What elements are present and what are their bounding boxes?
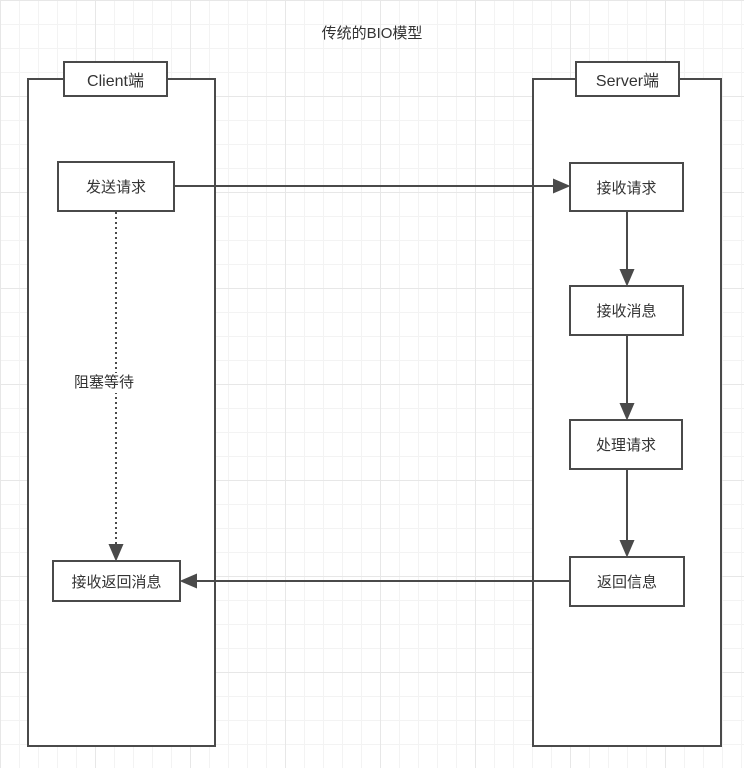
diagram-title: 传统的BIO模型 bbox=[321, 25, 423, 42]
arrowhead-receive-return bbox=[179, 573, 197, 589]
arrowhead-return-info bbox=[619, 540, 635, 558]
node-receive-message: 接收消息 bbox=[569, 285, 684, 336]
lane-header-client: Client端 bbox=[63, 61, 168, 97]
node-send-request: 发送请求 bbox=[57, 161, 175, 212]
node-receive-return-message: 接收返回消息 bbox=[52, 560, 181, 602]
arrowhead-blocking-wait bbox=[108, 544, 124, 562]
lane-header-server: Server端 bbox=[575, 61, 680, 97]
arrowhead-process-request bbox=[619, 403, 635, 421]
node-receive-request: 接收请求 bbox=[569, 162, 684, 212]
arrowhead-receive-message bbox=[619, 269, 635, 287]
node-process-request: 处理请求 bbox=[569, 419, 683, 470]
edge-label-blocking-wait: 阻塞等待 bbox=[60, 373, 148, 393]
node-return-info: 返回信息 bbox=[569, 556, 685, 607]
arrowhead-receive-request bbox=[553, 178, 571, 194]
